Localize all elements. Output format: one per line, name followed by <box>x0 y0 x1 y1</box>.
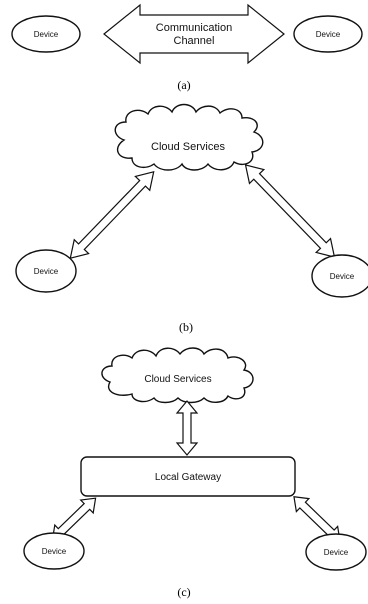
cloud-shape-c <box>101 347 254 404</box>
device-label-a-left: Device <box>34 30 59 39</box>
cloud-label-b: Cloud Services <box>151 141 225 153</box>
device-label-b-left: Device <box>34 267 59 276</box>
communication-channel-arrow <box>103 3 285 65</box>
device-node-c-right <box>305 533 367 571</box>
caption-b: (b) <box>179 320 193 334</box>
caption-a: (a) <box>177 78 190 92</box>
arrow-b-right <box>244 164 336 258</box>
arrow-b-left <box>69 171 155 259</box>
device-node-b-left <box>15 249 77 293</box>
channel-label-line2: Channel <box>174 35 215 47</box>
cloud-label-c: Cloud Services <box>144 374 211 385</box>
caption-c: (c) <box>177 585 190 599</box>
device-node-c-left <box>23 532 85 570</box>
channel-label-line1: Communication <box>156 22 232 34</box>
device-node-a-right <box>293 15 363 53</box>
device-label-b-right: Device <box>330 272 355 281</box>
gateway-label: Local Gateway <box>155 472 221 483</box>
arrow-c-cloud-gateway <box>175 400 199 456</box>
device-label-a-right: Device <box>316 30 341 39</box>
device-label-c-left: Device <box>42 547 67 556</box>
device-node-b-right <box>311 254 368 298</box>
local-gateway-box <box>80 456 296 497</box>
panel-b: Cloud Services Device Device (b) <box>15 103 368 334</box>
panel-c: Cloud Services Local Gateway Device Devi… <box>23 347 367 599</box>
device-node-a-left <box>11 15 81 53</box>
cloud-shape-b <box>114 103 264 171</box>
panel-a: Device Communication Channel Device (a) <box>11 3 363 92</box>
device-label-c-right: Device <box>324 548 349 557</box>
